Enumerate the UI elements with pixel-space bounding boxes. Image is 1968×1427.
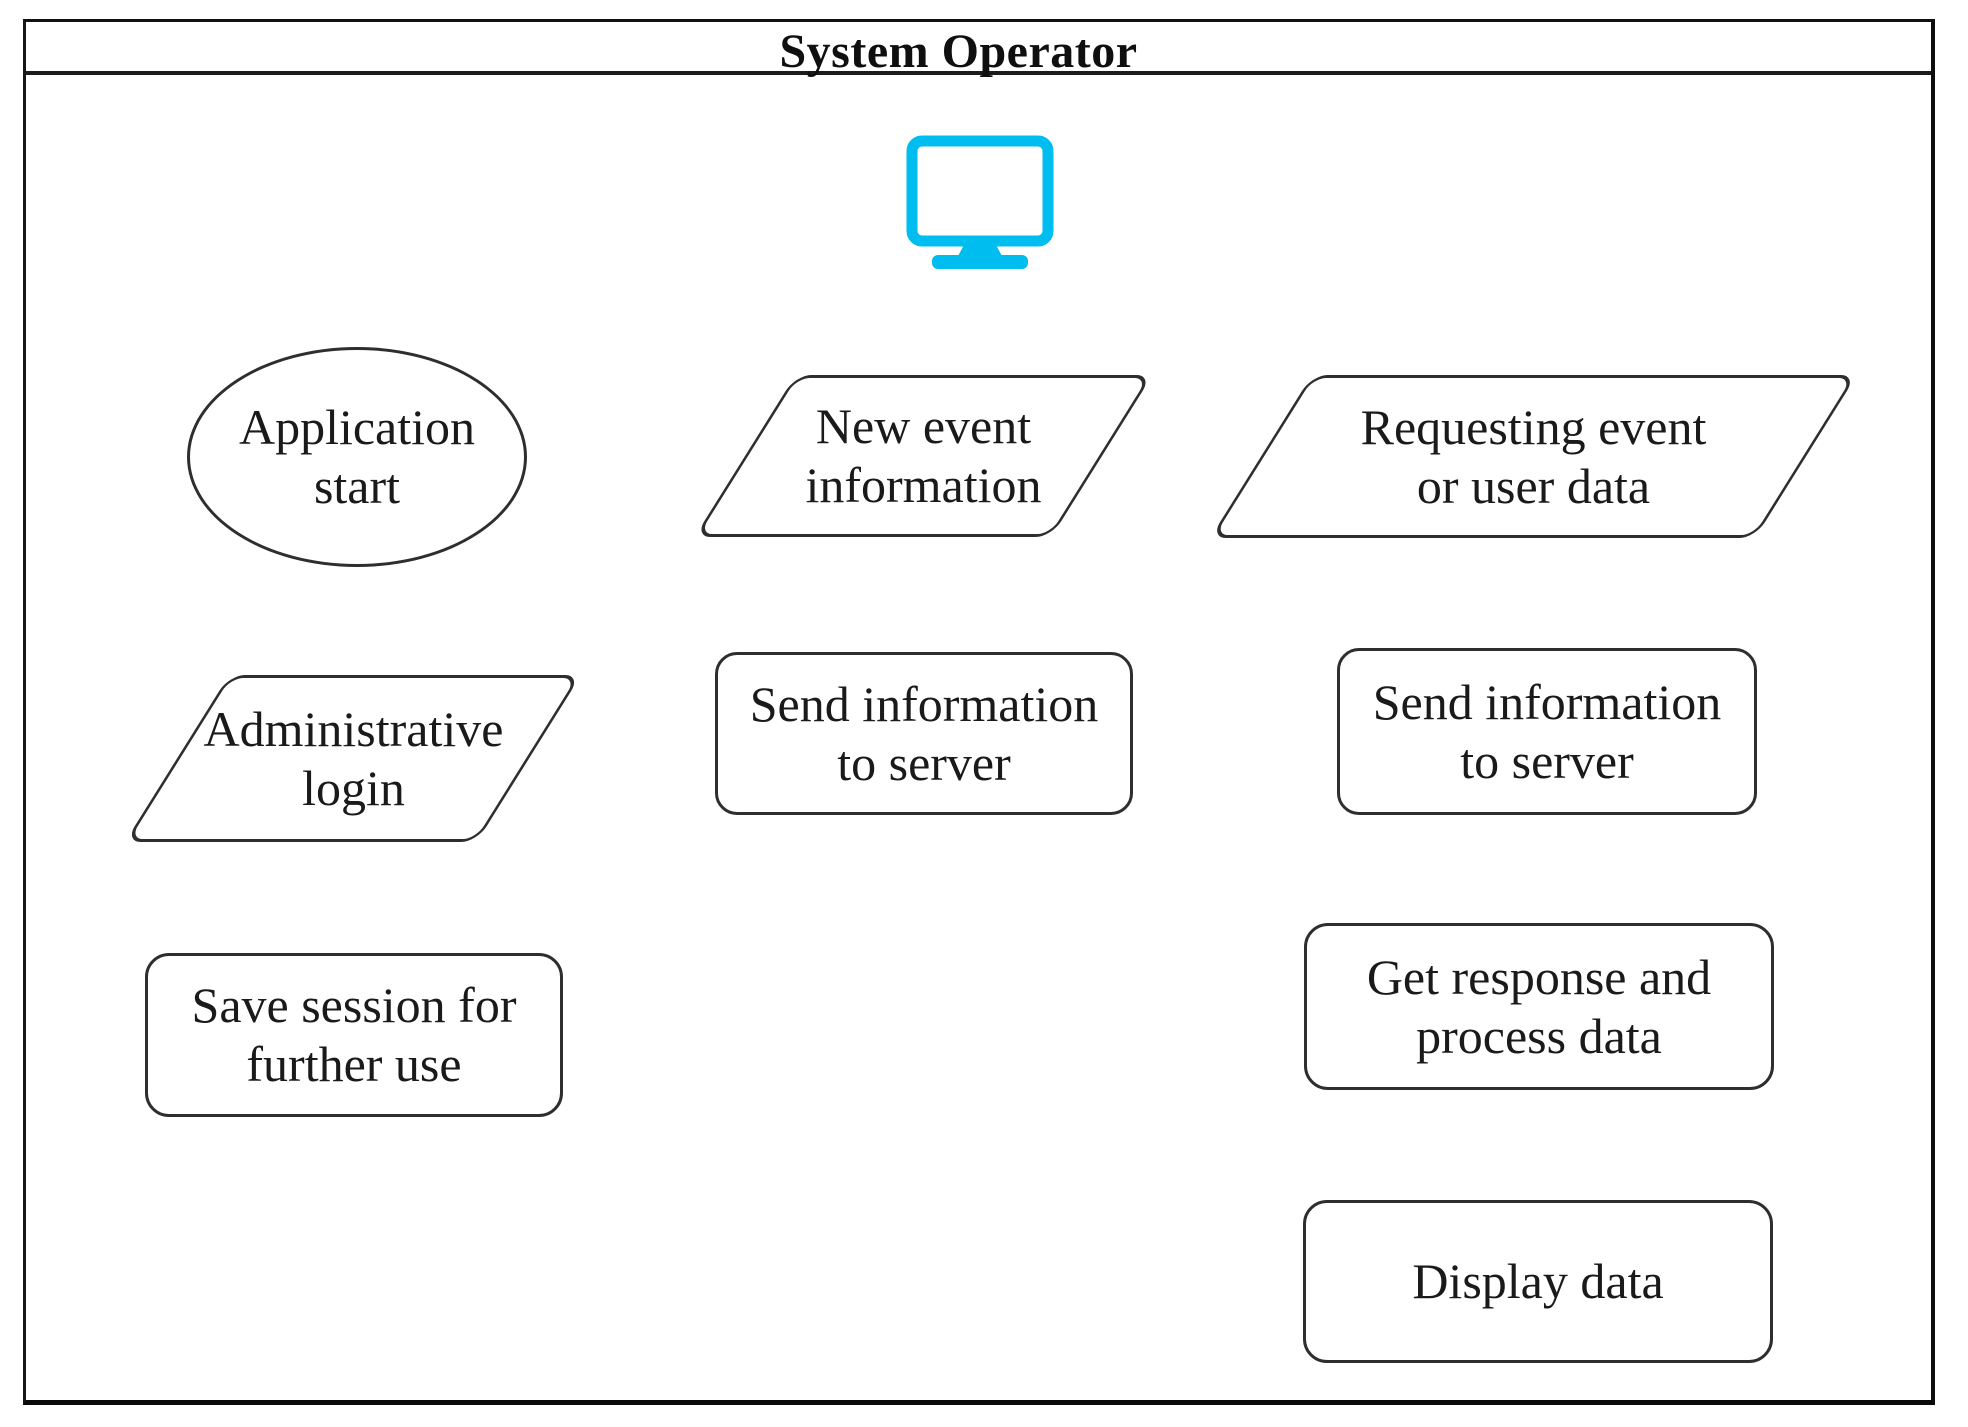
node-application-start: Application start <box>187 347 527 567</box>
node-save-session: Save session for further use <box>145 953 563 1117</box>
node-requesting-event: Requesting event or user data <box>1210 375 1857 538</box>
node-administrative-login: Administrative login <box>124 675 582 842</box>
node-save-session-label: Save session for further use <box>191 977 517 1092</box>
node-requesting-event-label: Requesting event or user data <box>1360 398 1707 514</box>
lane-title: System Operator <box>779 25 1138 78</box>
node-application-start-label: Application start <box>238 399 476 514</box>
monitor-icon <box>906 135 1054 269</box>
node-send-information-middle-label: Send information to server <box>749 675 1099 791</box>
node-administrative-login-label: Administrative login <box>203 700 504 816</box>
node-get-response: Get response and process data <box>1304 923 1774 1090</box>
node-display-data: Display data <box>1303 1200 1773 1363</box>
node-new-event-information: New event information <box>694 375 1153 537</box>
node-send-information-middle: Send information to server <box>715 652 1133 815</box>
swimlane-title-band: System Operator <box>26 22 1931 78</box>
node-display-data-label: Display data <box>1412 1253 1664 1309</box>
node-send-information-right: Send information to server <box>1337 648 1757 815</box>
node-get-response-label: Get response and process data <box>1366 948 1712 1064</box>
node-send-information-right-label: Send information to server <box>1372 673 1722 789</box>
node-new-event-information-label: New event information <box>805 398 1042 513</box>
